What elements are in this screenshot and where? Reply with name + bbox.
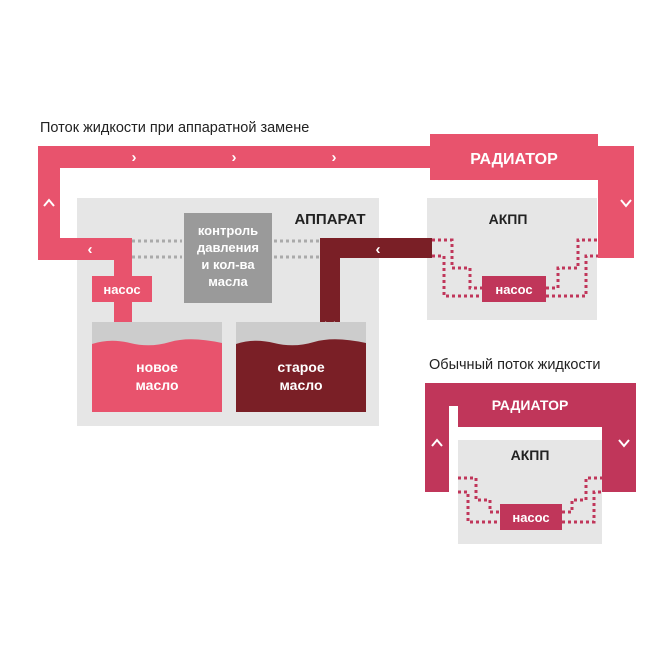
hardware-flow-caption: Поток жидкости при аппаратной замене <box>40 120 310 136</box>
new-oil-label-1: новое <box>136 359 178 375</box>
radiator-label: РАДИАТОР <box>470 151 558 168</box>
transmission-pump-block <box>482 276 546 302</box>
normal-radiator-label: РАДИАТОР <box>492 397 569 413</box>
normal-flow-caption: Обычный поток жидкости <box>429 357 601 373</box>
arrow-left-icon: ‹ <box>376 241 381 258</box>
control-block <box>184 213 272 303</box>
arrow-right-icon: › <box>132 149 137 166</box>
normal-transmission-internal-circuit <box>458 476 602 524</box>
arrow-right-icon: › <box>332 149 337 166</box>
old-oil-tank <box>236 339 366 412</box>
apparatus-label: АППАРАТ <box>295 211 366 228</box>
arrow-down-icon <box>618 439 630 448</box>
normal-pump-block <box>500 504 562 530</box>
control-label-2: давления <box>197 240 259 255</box>
arrow-down-icon <box>620 199 632 208</box>
normal-transmission-label: АКПП <box>511 447 550 463</box>
old-oil-label-1: старое <box>277 359 325 375</box>
old-oil-label-2: масло <box>279 377 322 393</box>
control-label-1: контроль <box>198 223 258 238</box>
arrow-left-icon: ‹ <box>88 241 93 258</box>
transmission-pump-label: насос <box>495 282 532 297</box>
control-label-4: масла <box>208 274 248 289</box>
transmission-internal-circuit <box>432 238 598 298</box>
control-label-3: и кол-ва <box>201 257 255 272</box>
apparatus-pump-block <box>92 276 152 302</box>
normal-radiator-block <box>458 383 602 427</box>
new-oil-tank <box>92 339 222 412</box>
radiator-block <box>430 134 598 180</box>
hardware-flow-diagram: РАДИАТОР › › › ‹ насос контроль давления… <box>38 134 634 426</box>
arrow-up-icon <box>431 438 443 447</box>
arrow-right-icon: › <box>232 149 237 166</box>
new-oil-label-2: масло <box>135 377 178 393</box>
transmission-label: АКПП <box>489 211 528 227</box>
normal-flow-diagram: РАДИАТОР АКПП насос <box>425 383 636 544</box>
normal-pump-label: насос <box>512 510 549 525</box>
arrow-up-icon <box>43 198 55 207</box>
old-oil-line <box>320 238 432 330</box>
apparatus-pump-label: насос <box>103 282 140 297</box>
